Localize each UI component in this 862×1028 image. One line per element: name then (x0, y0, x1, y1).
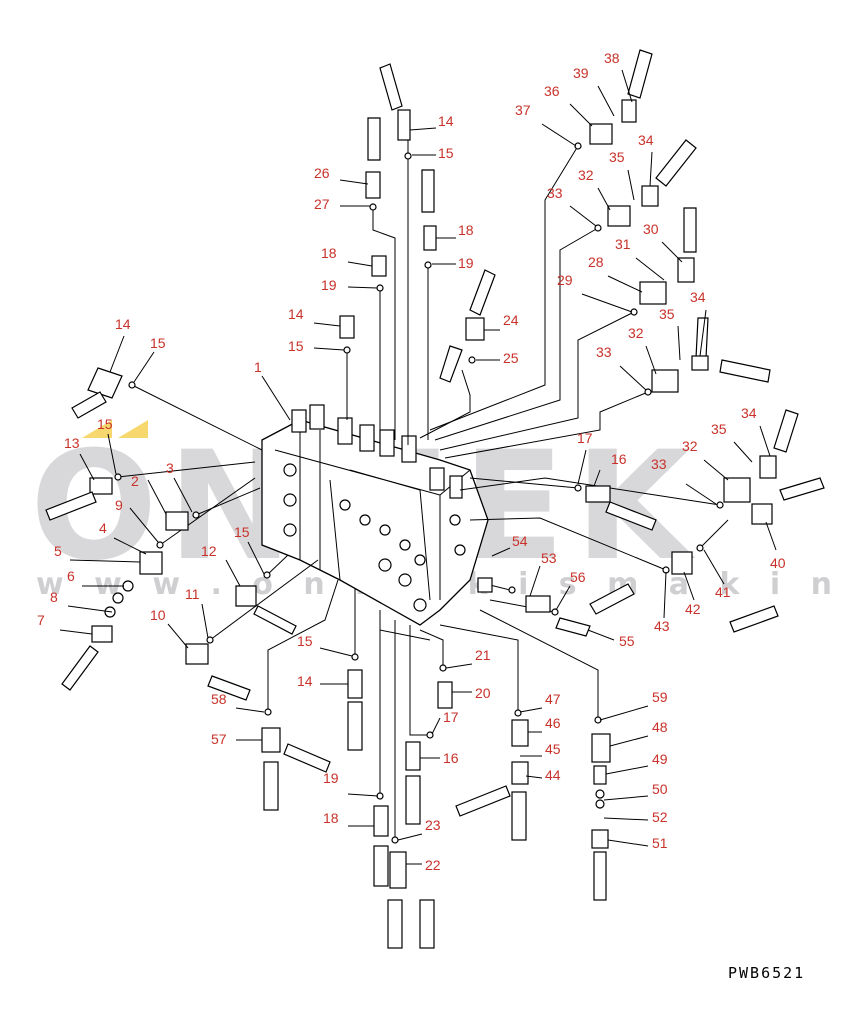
callout-51: 51 (652, 835, 668, 851)
callout-58: 58 (211, 691, 227, 707)
callout-47: 47 (545, 691, 561, 707)
callout-35: 35 (609, 149, 625, 165)
hose-top-1 (379, 63, 403, 111)
callout-17-b: 17 (443, 709, 459, 725)
callout-5: 5 (54, 543, 62, 559)
callout-14-c: 14 (115, 316, 131, 332)
callout-43: 43 (654, 618, 670, 634)
callout-9: 9 (115, 497, 123, 513)
callout-19-b: 19 (321, 277, 337, 293)
callout-10: 10 (150, 607, 166, 623)
callout-54: 54 (512, 533, 528, 549)
callout-14: 14 (438, 113, 454, 129)
callout-36: 36 (544, 83, 560, 99)
callout-18-b: 18 (321, 245, 337, 261)
callout-34: 34 (638, 132, 654, 148)
callout-8: 8 (50, 589, 58, 605)
callout-33-b: 33 (596, 344, 612, 360)
callout-7: 7 (37, 612, 45, 628)
drawing-id: PWB6521 (728, 964, 806, 982)
callout-33: 33 (547, 185, 563, 201)
callout-15-d: 15 (97, 416, 113, 432)
callout-50: 50 (652, 781, 668, 797)
control-valve-body (261, 404, 489, 626)
callout-21: 21 (475, 647, 491, 663)
callout-48: 48 (652, 719, 668, 735)
callout-6: 6 (67, 568, 75, 584)
valve-spool-caps (291, 404, 463, 499)
callout-4: 4 (99, 520, 107, 536)
callout-15-e: 15 (234, 524, 250, 540)
callout-38: 38 (604, 50, 620, 66)
watermark-accent-2 (118, 420, 148, 438)
callout-25: 25 (503, 350, 519, 366)
watermark-accent (82, 420, 112, 438)
callout-15-f: 15 (297, 633, 313, 649)
callout-56: 56 (570, 569, 586, 585)
callout-20: 20 (475, 685, 491, 701)
callout-44: 44 (545, 767, 561, 783)
callout-40: 40 (770, 555, 786, 571)
callout-labels: 38 39 36 37 34 35 32 33 30 31 28 29 34 3… (37, 50, 786, 873)
callout-41: 41 (715, 584, 731, 600)
callout-16-b: 16 (443, 750, 459, 766)
callout-35-b: 35 (659, 306, 675, 322)
callout-55: 55 (619, 633, 635, 649)
callout-15-c: 15 (150, 335, 166, 351)
callout-59: 59 (652, 689, 668, 705)
callout-14-b: 14 (288, 306, 304, 322)
callout-18: 18 (458, 222, 474, 238)
callout-2: 2 (131, 473, 139, 489)
leader-lines (117, 130, 729, 840)
callout-29: 29 (557, 272, 573, 288)
callout-19-c: 19 (323, 770, 339, 786)
callout-53: 53 (541, 550, 557, 566)
callout-22: 22 (425, 857, 441, 873)
callout-17: 17 (577, 430, 593, 446)
callout-16: 16 (611, 451, 627, 467)
callout-1: 1 (254, 359, 262, 375)
callout-45: 45 (545, 741, 561, 757)
callout-12: 12 (201, 543, 217, 559)
callout-34-c: 34 (741, 405, 757, 421)
callout-32: 32 (578, 167, 594, 183)
callout-32-c: 32 (682, 438, 698, 454)
callout-18-c: 18 (323, 810, 339, 826)
callout-46: 46 (545, 715, 561, 731)
callout-37: 37 (515, 102, 531, 118)
callout-42: 42 (685, 601, 701, 617)
callout-39: 39 (573, 65, 589, 81)
callout-32-b: 32 (628, 325, 644, 341)
callout-15-b: 15 (288, 338, 304, 354)
callout-11: 11 (185, 586, 200, 602)
callout-35-c: 35 (711, 421, 727, 437)
hose-fittings (45, 49, 825, 949)
callout-49: 49 (652, 751, 668, 767)
callout-23: 23 (425, 817, 441, 833)
callout-31: 31 (615, 236, 631, 252)
callout-leaders (59, 69, 777, 865)
callout-52: 52 (652, 809, 668, 825)
callout-3: 3 (166, 460, 174, 476)
callout-34-b: 34 (690, 289, 706, 305)
callout-14-d: 14 (297, 673, 313, 689)
callout-13: 13 (64, 435, 80, 451)
callout-57: 57 (211, 731, 227, 747)
callout-27: 27 (314, 196, 330, 212)
callout-30: 30 (643, 221, 659, 237)
valve-ports (283, 463, 466, 612)
callout-26: 26 (314, 165, 330, 181)
callout-19: 19 (458, 255, 474, 271)
callout-24: 24 (503, 312, 519, 328)
callout-28: 28 (588, 254, 604, 270)
callout-15: 15 (438, 145, 454, 161)
callout-33-c: 33 (651, 456, 667, 472)
